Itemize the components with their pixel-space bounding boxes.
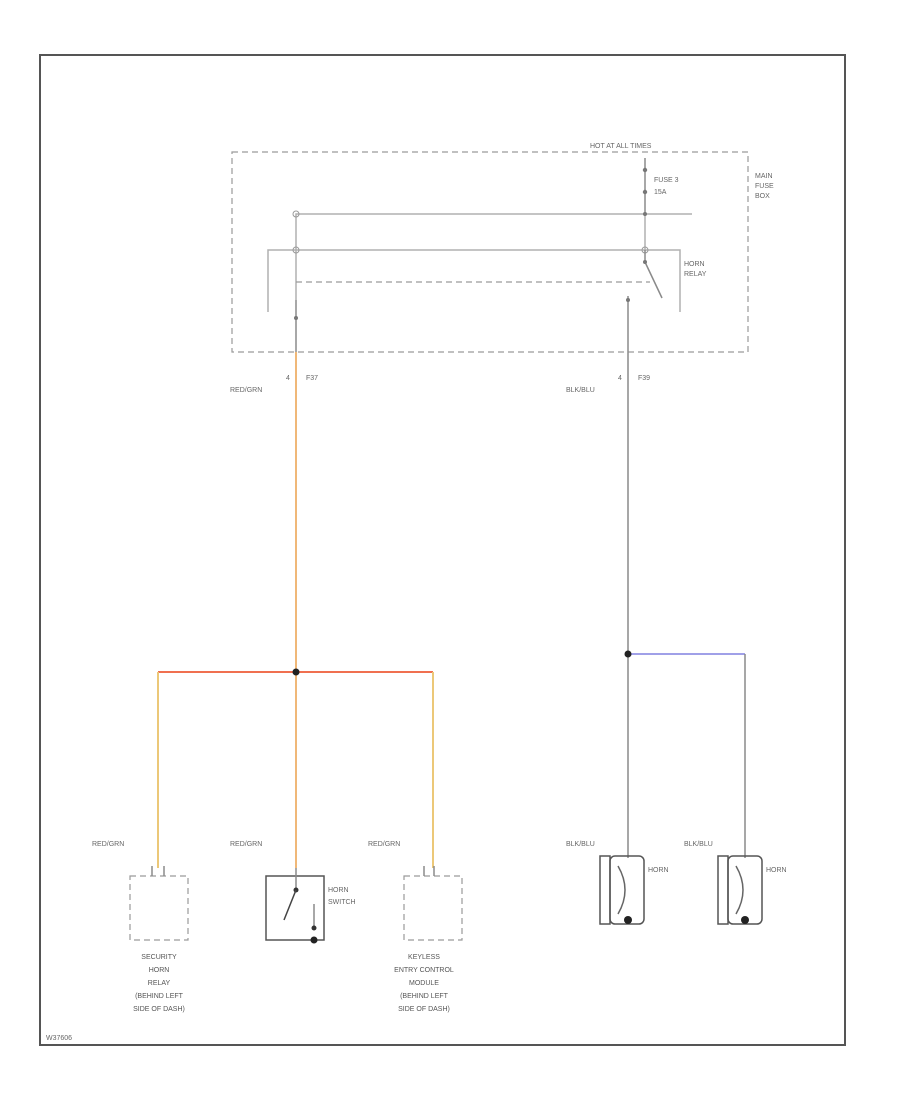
main-fuse-box-label-2: FUSE — [755, 183, 774, 190]
keyless-entry-control-module — [403, 866, 463, 941]
main-fuse-box — [231, 151, 749, 353]
keyless-label-4: (BEHIND LEFT — [400, 993, 449, 1000]
horn-1 — [599, 855, 645, 925]
diagram-code: W37606 — [46, 1035, 72, 1042]
main-fuse-box-label-3: BOX — [755, 193, 770, 200]
pin-left-label: 4 — [286, 375, 290, 382]
hot-at-all-times-label: HOT AT ALL TIMES — [590, 143, 652, 150]
left-terminal — [294, 300, 298, 352]
fuse-rating-label: 15A — [654, 189, 667, 196]
horn-relay — [626, 250, 663, 352]
horn-1-label: HORN — [648, 867, 669, 874]
blk-blu-splice — [624, 650, 746, 858]
main-fuse-box-label-1: MAIN — [755, 173, 773, 180]
pin-right-label: 4 — [618, 375, 622, 382]
red-grn-splice-bus — [157, 668, 434, 868]
diagram-frame — [39, 54, 846, 1046]
keyless-label-5: SIDE OF DASH) — [398, 1006, 450, 1013]
keyless-label-3: MODULE — [409, 980, 439, 987]
wire-security-label: RED/GRN — [92, 841, 124, 848]
security-relay-label-2: HORN — [149, 967, 170, 974]
horn-switch-label-2: SWITCH — [328, 899, 356, 906]
keyless-label-2: ENTRY CONTROL — [394, 967, 454, 974]
fuse-3-label: FUSE 3 — [654, 177, 679, 184]
wire-keyless-label: RED/GRN — [368, 841, 400, 848]
horn-relay-label-1: HORN — [684, 261, 705, 268]
wire-horn1-label: BLK/BLU — [566, 841, 595, 848]
wire-main-left-label: RED/GRN — [230, 387, 262, 394]
horn-switch — [265, 868, 325, 944]
horn-2-label: HORN — [766, 867, 787, 874]
horn-2 — [717, 855, 763, 925]
security-relay-label-3: RELAY — [148, 980, 171, 987]
security-relay-label-1: SECURITY — [141, 954, 177, 961]
fuse-3 — [642, 158, 648, 214]
wire-horn2-label: BLK/BLU — [684, 841, 713, 848]
fuse-box-internal-wiring — [267, 210, 692, 312]
connector-f39-label: F39 — [638, 375, 650, 382]
wire-main-right-label: BLK/BLU — [566, 387, 595, 394]
security-relay-label-5: SIDE OF DASH) — [133, 1006, 185, 1013]
horn-relay-label-2: RELAY — [684, 271, 707, 278]
security-relay-label-4: (BEHIND LEFT — [135, 993, 184, 1000]
wire-switch-label: RED/GRN — [230, 841, 262, 848]
keyless-label-1: KEYLESS — [408, 954, 440, 961]
connector-f37-label: F37 — [306, 375, 318, 382]
horn-switch-label-1: HORN — [328, 887, 349, 894]
security-horn-relay — [129, 866, 189, 941]
